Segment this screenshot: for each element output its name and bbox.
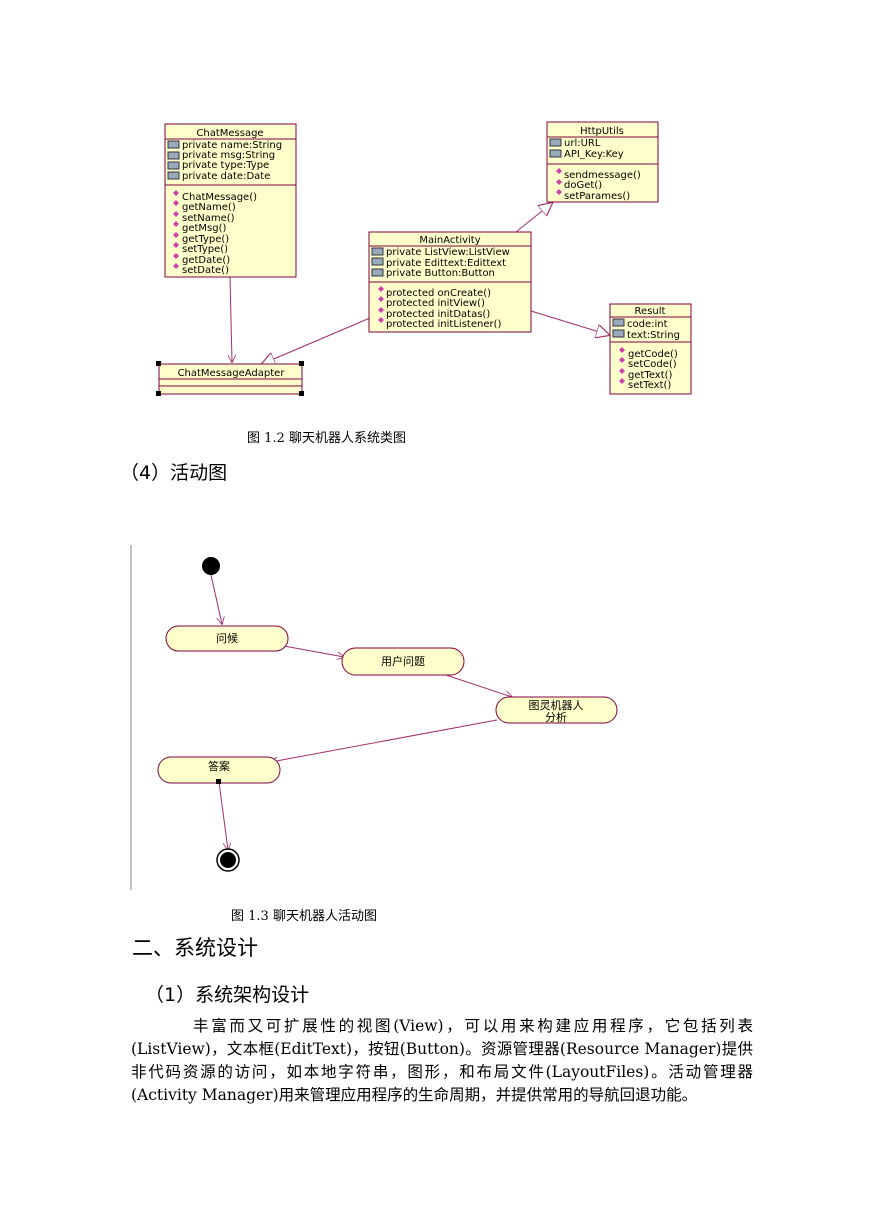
operation: sendmessage(): [564, 170, 641, 181]
operation: protected onCreate(): [386, 288, 491, 299]
selection-handle: [216, 779, 221, 784]
operation: getName(): [182, 202, 236, 213]
class-relations: [230, 203, 609, 364]
body-paragraph: 丰富而又可扩展性的视图(View)，可以用来构建应用程序，它包括列表(ListV…: [131, 1017, 753, 1104]
operation: getText(): [628, 370, 673, 381]
class-chatmessage: ChatMessage private name:String private …: [164, 123, 297, 278]
attribute: private msg:String: [182, 150, 275, 161]
activity-state: 答案: [157, 756, 281, 784]
subsection-heading: （1）系统架构设计: [145, 984, 310, 1006]
transitions: [210, 574, 512, 850]
class-httputils: HttpUtils url:URL API_Key:Key sendmessag…: [546, 121, 659, 203]
operation: protected initDatas(): [386, 309, 490, 320]
attribute: API_Key:Key: [564, 149, 624, 160]
section-heading: 二、系统设计: [132, 936, 258, 960]
state-label: 答案: [208, 759, 230, 773]
activity-state: 问候: [165, 625, 289, 652]
operation-icons: [556, 168, 562, 195]
attribute: private Edittext:Edittext: [386, 258, 506, 269]
operation: setCode(): [628, 359, 677, 370]
operation: getDate(): [182, 255, 230, 266]
attribute-icons: [167, 140, 180, 180]
class-name: ChatMessage: [196, 128, 263, 139]
generalization-line: [530, 310, 609, 335]
operation: setName(): [182, 213, 235, 224]
class-name: HttpUtils: [580, 126, 624, 137]
association-line: [230, 276, 232, 362]
operation-icons: [619, 347, 625, 384]
generalization-line: [262, 317, 371, 364]
operation: doGet(): [564, 180, 602, 191]
activity-state: 用户问题: [341, 647, 465, 676]
operation: setType(): [182, 244, 228, 255]
class-result: Result code:int text:String getCode() se…: [609, 303, 692, 395]
attribute: private name:String: [182, 140, 282, 151]
class-chatmessageadapter: ChatMessageAdapter: [156, 361, 304, 396]
attribute: private type:Type: [182, 160, 269, 171]
operation-icons: [378, 286, 384, 323]
class-name: ChatMessageAdapter: [178, 368, 286, 379]
attribute: url:URL: [564, 138, 601, 149]
operation-icons: [173, 190, 179, 269]
figure-caption: 图 1.2 聊天机器人系统类图: [247, 431, 406, 446]
attribute-icons: [612, 318, 625, 338]
final-node: [216, 848, 240, 872]
attribute-icons: [371, 247, 384, 277]
attribute: code:int: [627, 319, 668, 330]
state-label: 图灵机器人: [529, 698, 584, 712]
initial-node: [202, 557, 220, 575]
section-heading: （4）活动图: [120, 462, 228, 484]
class-name: MainActivity: [419, 235, 480, 246]
operation: setText(): [628, 380, 671, 391]
selection-handles: [156, 361, 304, 396]
generalization-line: [515, 203, 552, 233]
state-label: 分析: [545, 710, 567, 724]
operation: getCode(): [628, 349, 678, 360]
activity-diagram: 问候 用户问题 图灵机器人 分析 答案: [130, 545, 618, 890]
operation: getMsg(): [182, 223, 227, 234]
state-label: 问候: [216, 631, 238, 645]
attribute-icons: [549, 138, 562, 158]
operation: protected initListener(): [386, 319, 501, 330]
class-mainactivity: MainActivity private ListView:ListView p…: [368, 231, 532, 333]
operation: ChatMessage(): [182, 192, 257, 203]
figure-caption: 图 1.3 聊天机器人活动图: [231, 909, 377, 924]
class-name: Result: [635, 306, 666, 317]
state-label: 用户问题: [381, 654, 425, 668]
operation: protected initView(): [386, 298, 485, 309]
attribute: text:String: [627, 330, 680, 341]
operation: setParames(): [564, 191, 630, 202]
attribute: private date:Date: [182, 171, 270, 182]
attribute: private Button:Button: [386, 268, 495, 279]
operation: setDate(): [182, 265, 229, 276]
class-diagram: ChatMessage private name:String private …: [156, 121, 692, 396]
attribute: private ListView:ListView: [386, 247, 510, 258]
operation: getType(): [182, 234, 229, 245]
activity-state: 图灵机器人 分析: [495, 696, 618, 724]
